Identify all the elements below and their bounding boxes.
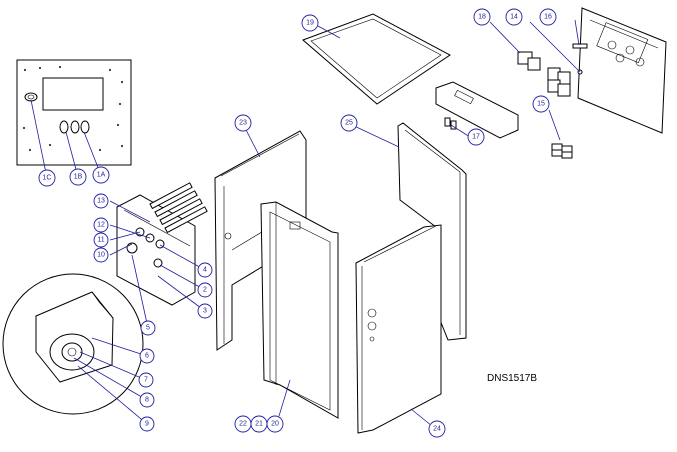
callout-5: 5	[140, 320, 156, 336]
callout-21: 21	[250, 415, 268, 433]
front-panel	[260, 201, 339, 419]
svg-text:6: 6	[145, 353, 149, 360]
svg-text:19: 19	[306, 20, 314, 27]
svg-text:4: 4	[203, 267, 207, 274]
svg-text:10: 10	[97, 252, 105, 259]
callout-7: 7	[138, 372, 154, 388]
callout-8: 8	[139, 392, 155, 408]
blower-detail	[2, 273, 144, 415]
svg-text:14: 14	[510, 14, 518, 21]
callout-18: 18	[473, 8, 491, 26]
svg-text:13: 13	[97, 198, 105, 205]
control-panel-detail	[16, 59, 132, 166]
callout-22: 22	[234, 415, 252, 433]
callout-12: 12	[93, 217, 109, 233]
back-panel	[577, 7, 667, 134]
svg-text:8: 8	[145, 397, 149, 404]
callout-14: 14	[505, 8, 523, 26]
svg-text:1C: 1C	[43, 175, 52, 182]
svg-text:5: 5	[146, 325, 150, 332]
svg-text:24: 24	[433, 426, 441, 433]
svg-text:17: 17	[472, 134, 480, 141]
svg-text:1B: 1B	[74, 174, 83, 181]
callout-4: 4	[197, 262, 213, 278]
callout-9: 9	[139, 416, 155, 432]
svg-text:3: 3	[203, 308, 207, 315]
front-right-panel	[355, 224, 442, 434]
callout-2: 2	[197, 282, 213, 298]
callout-17: 17	[467, 128, 485, 146]
callout-15: 15	[532, 95, 550, 113]
top-panel	[302, 13, 451, 105]
svg-text:15: 15	[537, 101, 545, 108]
callout-23: 23	[234, 114, 252, 132]
svg-text:1A: 1A	[97, 172, 106, 179]
callout-10: 10	[93, 247, 109, 263]
callout-25: 25	[340, 114, 358, 132]
callout-20: 20	[266, 415, 284, 433]
callout-24: 24	[428, 420, 446, 438]
callouts: 1C 1B 1A 13 12 11 10 4 2 3 5 6 7 8 9 19 …	[38, 8, 557, 438]
svg-text:7: 7	[144, 377, 148, 384]
svg-text:25: 25	[345, 120, 353, 127]
drawing-number: DNS1517B	[487, 373, 537, 384]
callout-13: 13	[93, 193, 109, 209]
callout-1B: 1B	[69, 168, 87, 186]
terminal-blocks	[517, 43, 588, 159]
right-back-panel	[397, 122, 467, 341]
callout-16: 16	[539, 8, 557, 26]
callout-1C: 1C	[38, 169, 56, 187]
svg-text:18: 18	[478, 14, 486, 21]
heater-assembly	[116, 182, 208, 306]
leader-lines	[30, 19, 581, 427]
svg-text:20: 20	[271, 421, 279, 428]
svg-text:2: 2	[203, 287, 207, 294]
svg-text:16: 16	[544, 14, 552, 21]
callout-11: 11	[93, 232, 109, 248]
callout-19: 19	[301, 14, 319, 32]
svg-text:22: 22	[239, 421, 247, 428]
svg-text:21: 21	[255, 421, 263, 428]
callout-1A: 1A	[92, 166, 110, 184]
svg-text:11: 11	[97, 237, 104, 244]
callout-6: 6	[139, 348, 155, 364]
callout-3: 3	[197, 303, 213, 319]
svg-text:23: 23	[239, 120, 247, 127]
svg-text:9: 9	[145, 421, 149, 428]
svg-text:12: 12	[97, 222, 105, 229]
bracket-17	[435, 81, 519, 139]
